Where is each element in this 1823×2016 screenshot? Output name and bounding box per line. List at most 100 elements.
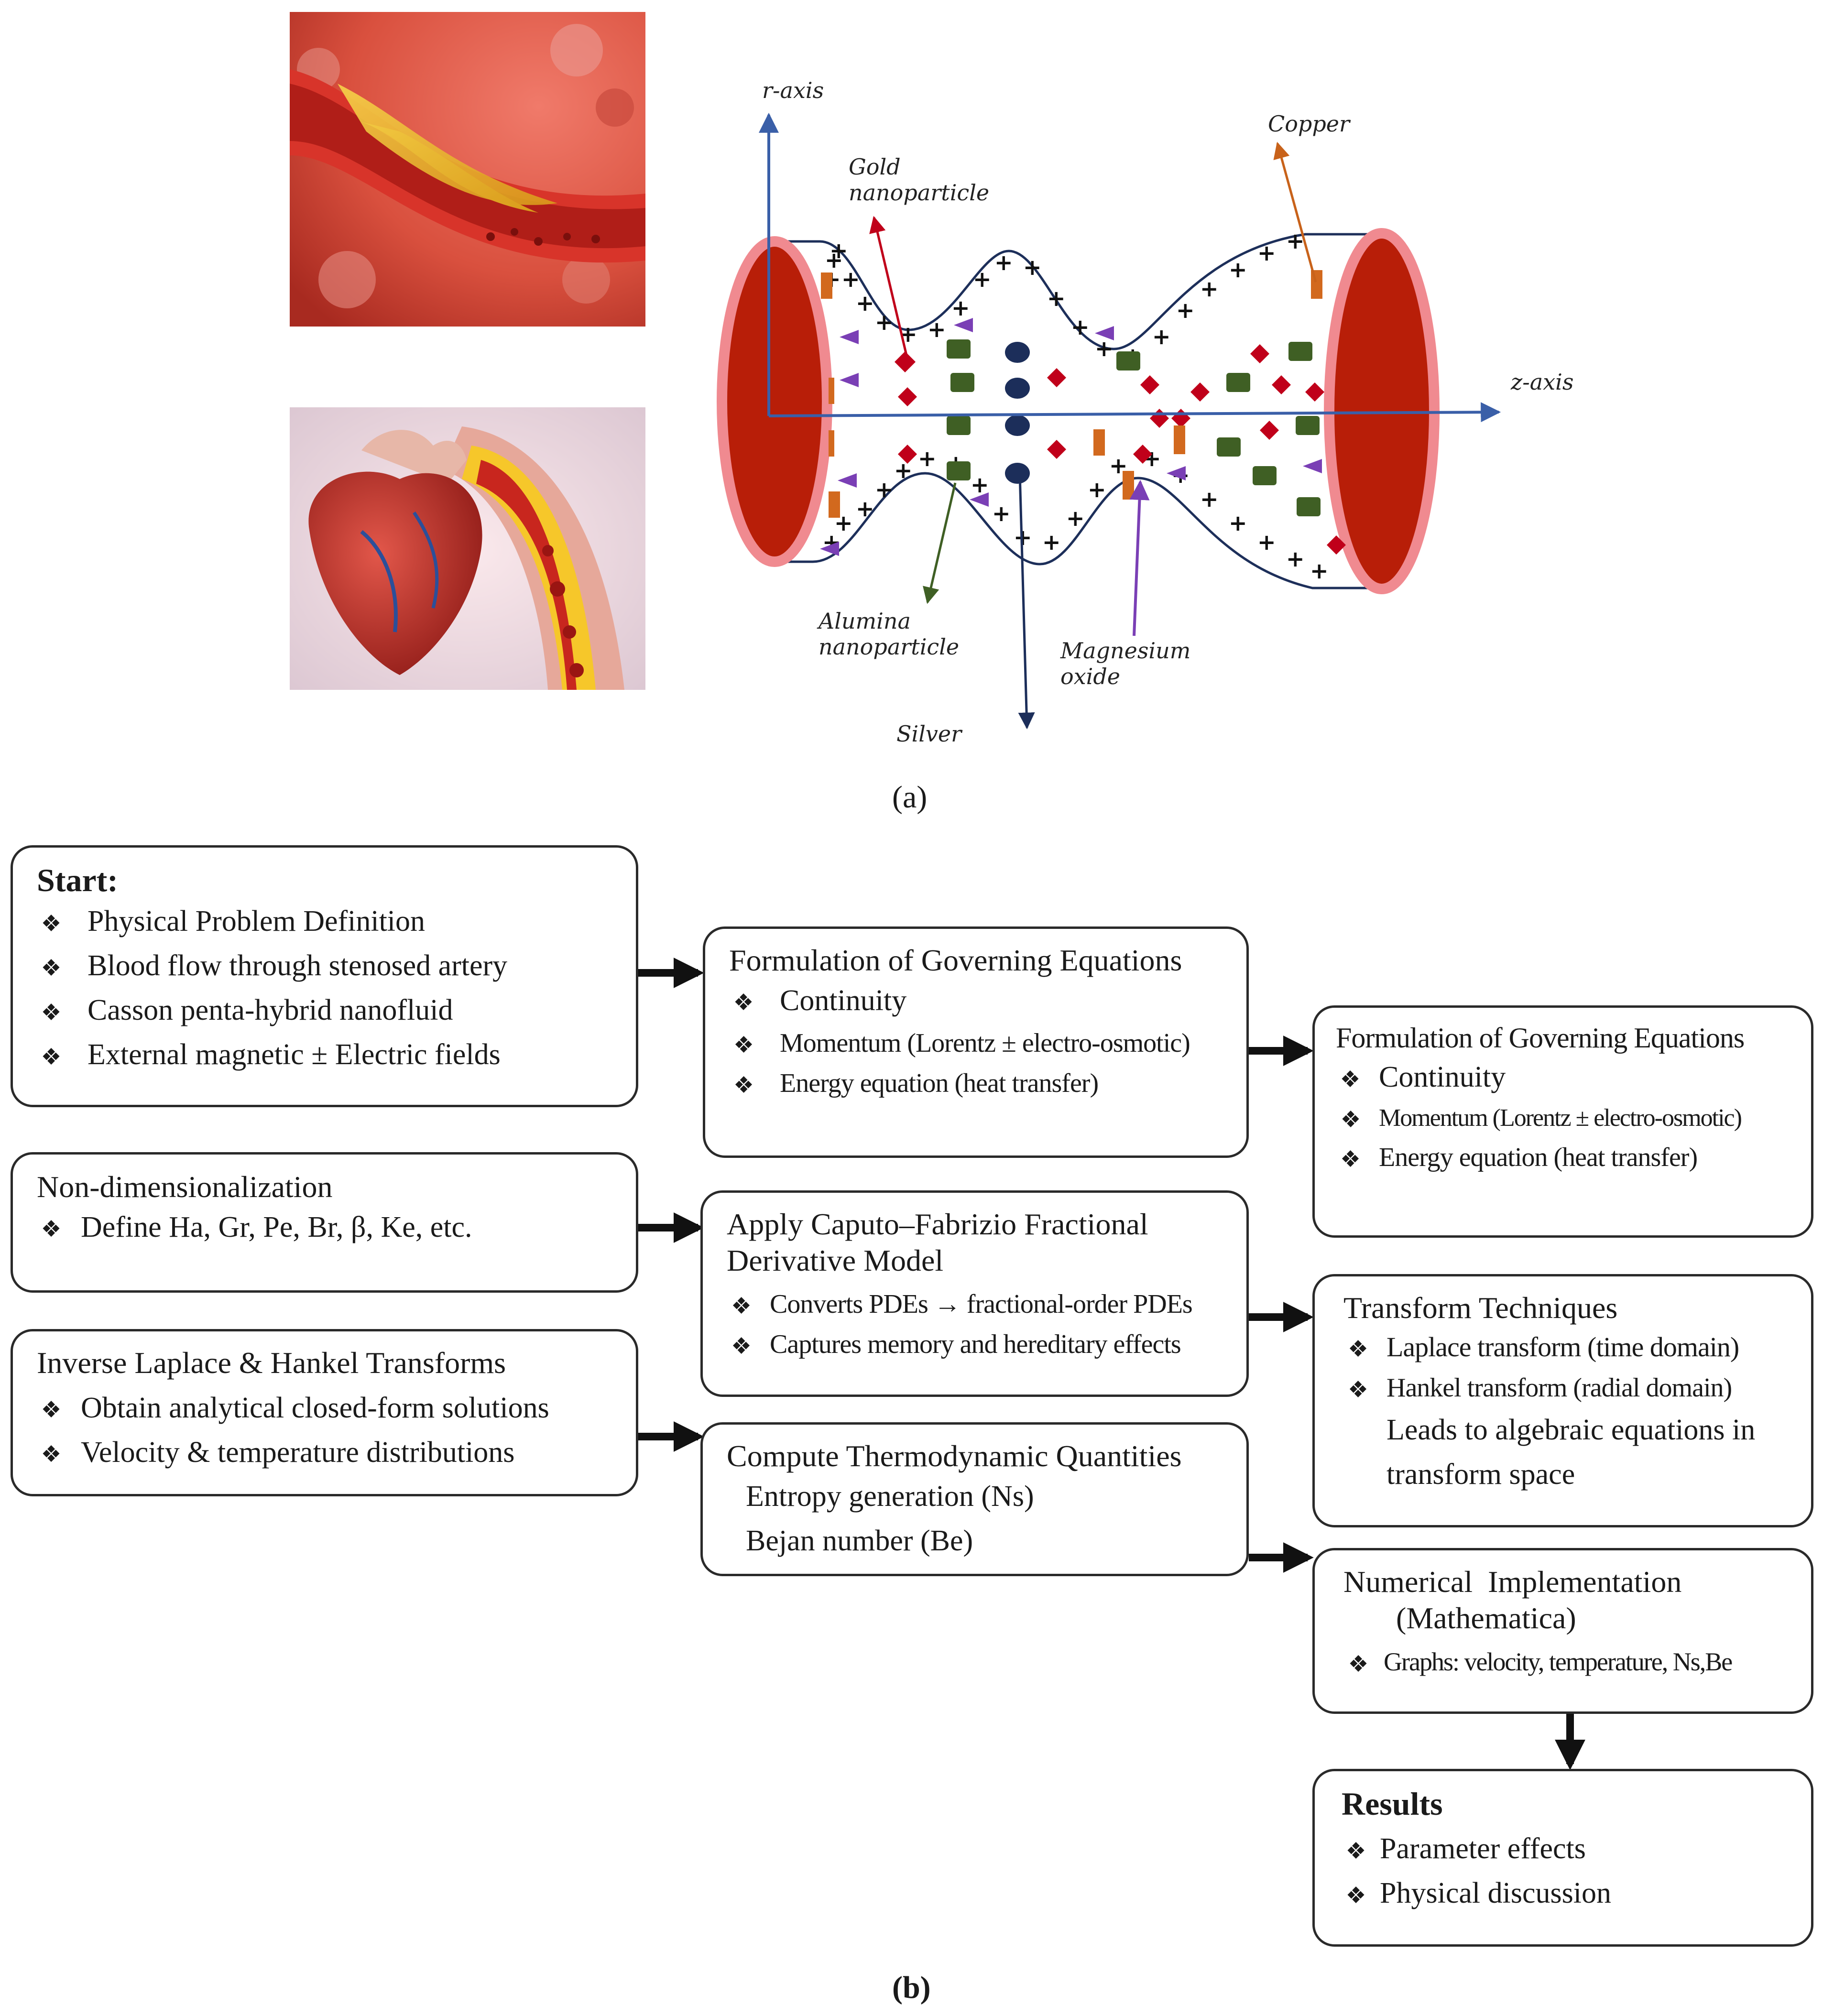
svg-text:+: + [1071,314,1090,340]
copper-nanoparticles [821,270,1322,518]
list-item: ❖Velocity & temperature distributions [37,1430,617,1475]
diamond-bullet-icon: ❖ [41,1397,62,1423]
list-item: ❖Momentum (Lorentz ± electro-osmotic) [729,1023,1227,1063]
results-box: Results ❖Parameter effects ❖Physical dis… [1312,1769,1813,1947]
list-item: ❖Hankel transform (radial domain) [1343,1368,1792,1408]
svg-text:+: + [1152,324,1171,349]
diamond-bullet-icon: ❖ [41,911,62,937]
magnesium-pointer-arrow [1129,479,1150,636]
list-item: ❖Continuity [1336,1055,1806,1100]
svg-text:+: + [894,458,913,483]
diamond-bullet-icon: ❖ [1340,1067,1361,1092]
wall-charges: ++++ ++++ ++++ ++++ ++++ ++ ++++ ++++ ++… [822,228,1329,584]
numerical-title-line1: Numerical Implementation [1343,1565,1682,1599]
svg-text:+: + [875,477,894,502]
flowchart-arrows [638,958,1585,1770]
gold-nanoparticle-label: Gold nanoparticle [849,154,990,206]
start-box: Start: ❖Physical Problem Definition ❖Blo… [11,845,638,1107]
svg-text:+: + [830,238,848,263]
alumina-nanoparticles [947,339,1321,516]
svg-text:+: + [1257,529,1276,555]
list-item: ❖Physical Problem Definition [37,899,617,944]
svg-text:+: + [875,309,894,335]
svg-text:+: + [928,316,946,342]
diamond-bullet-icon: ❖ [1347,1337,1368,1362]
svg-text:+: + [1042,529,1061,555]
magnesium-oxide-nanoparticles [820,318,1322,556]
svg-text:+: + [994,250,1013,275]
numerical-title-line2: (Mathematica) [1396,1601,1576,1635]
svg-text:+: + [992,501,1011,526]
silver-nanoparticles [1005,342,1030,484]
diamond-bullet-icon: ❖ [41,1045,62,1070]
alumina-pointer-arrow [923,482,957,604]
svg-text:+: + [1229,510,1247,536]
svg-text:+: + [1310,558,1329,584]
list-item: ❖Converts PDEs → fractional-order PDEs [727,1284,1227,1324]
diamond-bullet-icon: ❖ [41,1442,62,1468]
svg-text:+: + [1286,546,1305,572]
svg-text:+: + [856,290,874,316]
panel-a-caption: (a) [892,780,928,815]
list-item: ❖Blood flow through stenosed artery [37,944,617,988]
artery-plaque-image [290,12,645,327]
list-item: ❖Parameter effects [1342,1827,1792,1871]
left-artery-wall-end [717,236,832,567]
inverse-transforms-box: Inverse Laplace & Hankel Transforms ❖Obt… [11,1329,638,1496]
governing-equations-box-2: Formulation of Governing Equations ❖Cont… [1312,1005,1813,1238]
governing-title-2: Formulation of Governing Equations [1336,1022,1745,1054]
diamond-bullet-icon: ❖ [731,1334,752,1360]
transform-note-line1: Leads to algebraic equations in [1386,1413,1756,1446]
list-item: ❖External magnetic ± Electric fields [37,1033,617,1077]
heart-artery-image [290,407,645,690]
inverse-title: Inverse Laplace & Hankel Transforms [37,1346,506,1380]
svg-text:+: + [971,472,989,498]
list-item: ❖Graphs: velocity, temperature, Ns,Be [1343,1643,1808,1682]
svg-text:+: + [973,266,992,292]
list-item: ❖Physical discussion [1342,1871,1792,1916]
gold-pointer-arrow [869,216,910,364]
nondimensionalization-box: Non-dimensionalization ❖Define Ha, Gr, P… [11,1152,638,1293]
magnesium-oxide-label: Magnesium oxide [1060,638,1191,690]
svg-text:+: + [856,496,874,522]
diamond-bullet-icon: ❖ [1348,1651,1368,1677]
svg-text:+: + [1047,285,1066,311]
svg-text:+: + [1088,477,1106,502]
results-title: Results [1342,1786,1443,1822]
list-item: ❖Laplace transform (time domain) [1343,1326,1792,1368]
diamond-bullet-icon: ❖ [733,1032,754,1058]
numerical-implementation-box: Numerical Implementation (Mathematica) ❖… [1312,1548,1813,1714]
copper-label: Copper [1268,111,1350,137]
list-item: ❖Continuity [729,979,1227,1023]
thermo-title: Compute Thermodynamic Quantities [727,1439,1182,1473]
svg-text:+: + [1095,336,1113,361]
svg-text:+: + [1257,240,1276,266]
transform-note-line2: transform space [1386,1458,1575,1491]
svg-text:+: + [951,295,970,321]
diamond-bullet-icon: ❖ [731,1294,752,1319]
start-title: Start: [37,862,118,898]
list-item: ❖Energy equation (heat transfer) [729,1063,1227,1103]
copper-pointer-arrow [1273,142,1317,283]
list-item: ❖Obtain analytical closed-form solutions [37,1386,617,1430]
list-item: ❖Define Ha, Gr, Pe, Br, β, Ke, etc. [37,1205,617,1250]
thermo-line-bejan: Bejan number (Be) [746,1524,973,1557]
svg-text:+: + [825,247,843,273]
z-axis-line [768,402,1501,423]
svg-text:+: + [1200,276,1219,302]
caputo-title-line2: Derivative Model [727,1243,944,1277]
thermo-line-entropy: Entropy generation (Ns) [746,1480,1034,1513]
nondim-title: Non-dimensionalization [37,1170,333,1204]
list-item: ❖Captures memory and hereditary effects [727,1324,1227,1364]
diamond-bullet-icon: ❖ [41,1217,62,1242]
diamond-bullet-icon: ❖ [1340,1147,1361,1172]
diamond-bullet-icon: ❖ [1345,1839,1366,1864]
diamond-bullet-icon: ❖ [733,1072,754,1098]
r-axis-label: r-axis [762,77,824,103]
silver-pointer-arrow [1018,473,1035,730]
diamond-bullet-icon: ❖ [1345,1883,1366,1908]
diamond-bullet-icon: ❖ [1347,1377,1368,1403]
list-item: ❖Energy equation (heat transfer) [1336,1137,1806,1177]
alumina-nanoparticle-label: Alumina nanoparticle [819,608,960,660]
